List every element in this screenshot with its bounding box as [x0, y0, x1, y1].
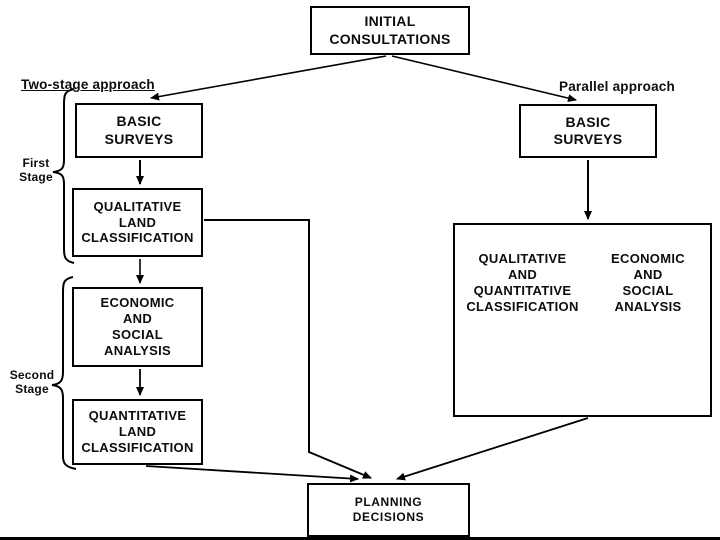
arrow-qualitative-to-planning	[204, 219, 372, 479]
second-stage-brace	[51, 276, 77, 470]
qualitative-quantitative-classification-label: QUALITATIVE AND QUANTITATIVE CLASSIFICAT…	[466, 251, 579, 315]
planning-decisions-box: PLANNING DECISIONS	[307, 483, 470, 537]
initial-consultations-box: INITIAL CONSULTATIONS	[310, 6, 470, 55]
economic-social-analysis-box: ECONOMIC AND SOCIAL ANALYSIS	[72, 287, 203, 367]
quantitative-land-classification-box: QUANTITATIVE LAND CLASSIFICATION	[72, 399, 203, 465]
first-stage-label: First Stage	[19, 156, 53, 185]
economic-social-analysis-parallel-label: ECONOMIC AND SOCIAL ANALYSIS	[611, 251, 685, 315]
arrow-initial-to-basic-left	[150, 55, 387, 101]
arrow-quantitative-to-planning	[145, 465, 359, 483]
basic-surveys-left-box: BASIC SURVEYS	[75, 103, 203, 158]
arrow-initial-to-basic-right	[391, 55, 577, 103]
scan-edge-line	[0, 537, 720, 540]
first-stage-brace	[52, 88, 75, 264]
second-stage-label: Second Stage	[9, 368, 55, 397]
arrow-combined-to-planning	[396, 417, 589, 481]
parallel-combined-box: QUALITATIVE AND QUANTITATIVE CLASSIFICAT…	[453, 223, 712, 417]
qualitative-land-classification-box: QUALITATIVE LAND CLASSIFICATION	[72, 188, 203, 257]
two-stage-approach-label: Two-stage approach	[21, 77, 155, 92]
parallel-approach-label: Parallel approach	[559, 79, 675, 94]
basic-surveys-right-box: BASIC SURVEYS	[519, 104, 657, 158]
